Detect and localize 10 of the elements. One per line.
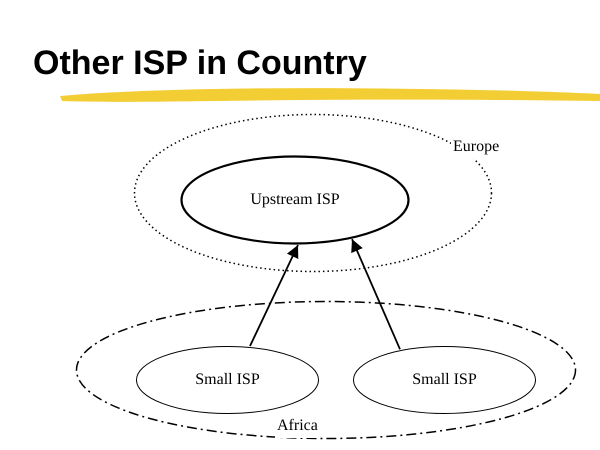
ellipse-region — [135, 345, 320, 415]
node-label: Small ISP — [195, 370, 260, 390]
ellipse-region — [180, 155, 410, 245]
node-label: Small ISP — [412, 370, 477, 390]
node-label: Upstream ISP — [250, 190, 340, 210]
ellipse-region — [352, 345, 537, 415]
arrow — [351, 238, 401, 350]
ellipse-region — [75, 300, 577, 440]
slide-title: Other ISP in Country — [33, 46, 367, 80]
arrow — [249, 244, 299, 346]
